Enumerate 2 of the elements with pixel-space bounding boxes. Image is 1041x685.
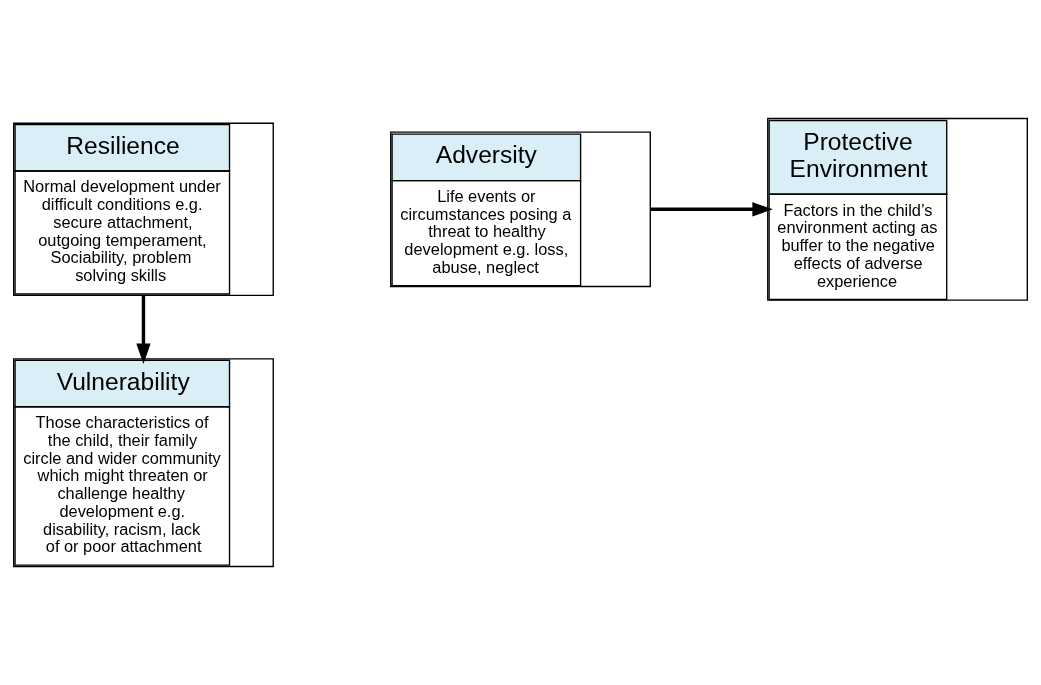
arrow — [136, 295, 151, 364]
arrow — [650, 202, 773, 217]
